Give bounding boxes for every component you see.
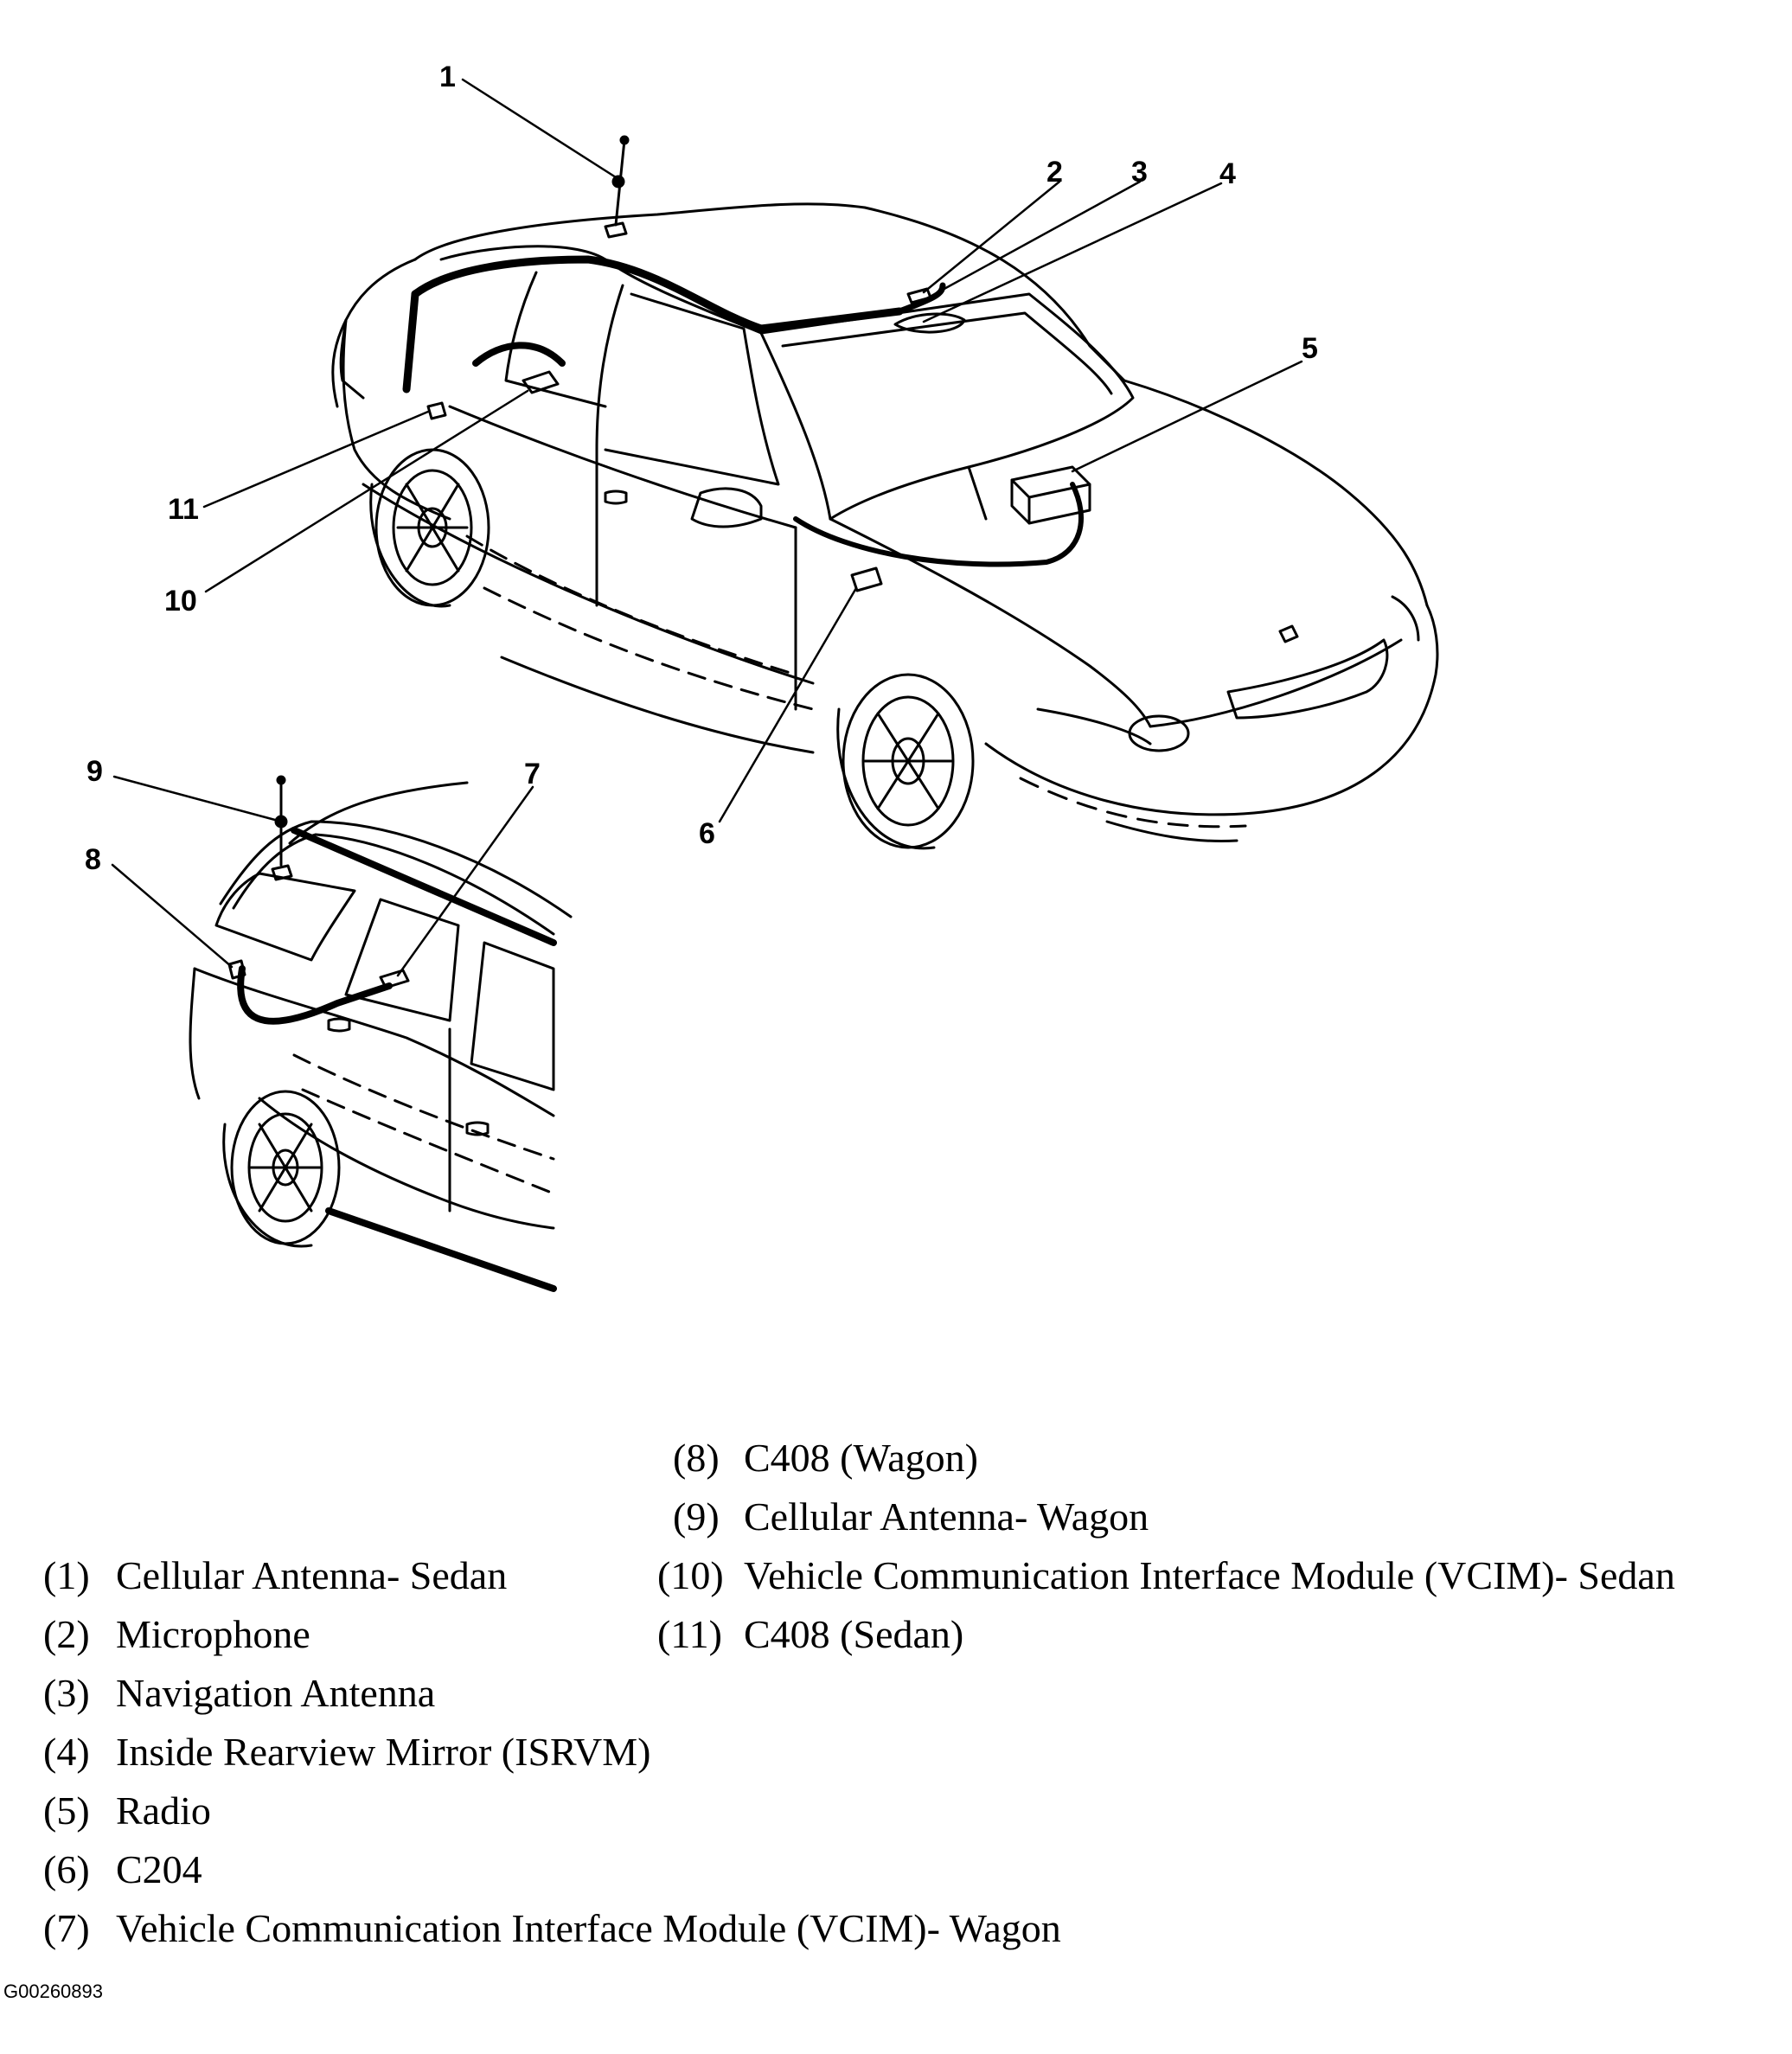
legend-number: (1) — [43, 1553, 90, 1597]
legend-text: Microphone — [116, 1612, 310, 1656]
legend-number: (5) — [43, 1788, 90, 1833]
legend-item-7: (7) Vehicle Communication Interface Modul… — [43, 1899, 1061, 1958]
callout-8: 8 — [85, 843, 101, 876]
legend-number: (6) — [43, 1847, 90, 1891]
callout-4: 4 — [1219, 157, 1236, 190]
component-location-diagram: 1 2 3 4 5 6 7 8 9 10 11 — [85, 61, 1439, 1292]
callout-6: 6 — [699, 817, 715, 850]
callout-11: 11 — [168, 493, 199, 526]
legend-text: Radio — [116, 1788, 211, 1833]
legend-number: (2) — [43, 1612, 90, 1656]
legend-item-11: (11) C408 (Sedan) — [657, 1605, 1675, 1664]
legend-text: Cellular Antenna- Sedan — [116, 1553, 508, 1597]
legend-text: Inside Rearview Mirror (ISRVM) — [116, 1730, 651, 1774]
legend-item-4: (4) Inside Rearview Mirror (ISRVM) — [43, 1723, 1061, 1782]
legend-text: Vehicle Communication Interface Module (… — [116, 1906, 1061, 1950]
callout-labels: 1 2 3 4 5 6 7 8 9 10 11 — [85, 61, 1318, 876]
legend-item-6: (6) C204 — [43, 1840, 1061, 1899]
figure-id: G00260893 — [3, 1980, 103, 2002]
legend-item-2: (2) Microphone — [43, 1605, 1061, 1664]
callout-5: 5 — [1302, 332, 1318, 365]
legend-text: Cellular Antenna- Wagon — [744, 1494, 1149, 1539]
legend-item-3: (3) Navigation Antenna — [43, 1664, 1061, 1723]
legend-text: C408 (Wagon) — [744, 1436, 978, 1480]
leader-lines — [111, 78, 1303, 977]
legend-number: (9) — [673, 1494, 720, 1539]
callout-2: 2 — [1046, 156, 1063, 189]
legend-item-1: (1) Cellular Antenna- Sedan — [43, 1546, 1061, 1605]
callout-10: 10 — [164, 585, 197, 617]
legend-number: (11) — [657, 1612, 722, 1656]
legend-left: (1) Cellular Antenna- Sedan (2) Microphone… — [43, 1546, 1061, 1958]
legend-item-8: (8) C408 (Wagon) — [657, 1429, 1675, 1488]
legend-text: C204 — [116, 1847, 202, 1891]
legend-number: (10) — [657, 1553, 724, 1597]
callout-7: 7 — [524, 758, 541, 790]
legend-item-10: (10) Vehicle Communication Interface Modu… — [657, 1546, 1675, 1605]
legend-right: (8) C408 (Wagon) (9) Cellular Antenna- Wag… — [657, 1429, 1675, 1664]
legend-item-5: (5) Radio — [43, 1782, 1061, 1840]
legend-text: Vehicle Communication Interface Module (… — [744, 1553, 1675, 1597]
legend-text: C408 (Sedan) — [744, 1612, 964, 1656]
legend-number: (7) — [43, 1906, 90, 1950]
wagon-illustration — [189, 775, 573, 1292]
callout-1: 1 — [439, 61, 456, 93]
legend-number: (4) — [43, 1730, 90, 1774]
legend-number: (3) — [43, 1671, 90, 1715]
legend-item-9: (9) Cellular Antenna- Wagon — [657, 1488, 1675, 1546]
callout-3: 3 — [1131, 156, 1148, 189]
legend-number: (8) — [673, 1436, 720, 1480]
legend-text: Navigation Antenna — [116, 1671, 436, 1715]
sedan-illustration — [331, 135, 1439, 850]
callout-9: 9 — [86, 755, 103, 788]
